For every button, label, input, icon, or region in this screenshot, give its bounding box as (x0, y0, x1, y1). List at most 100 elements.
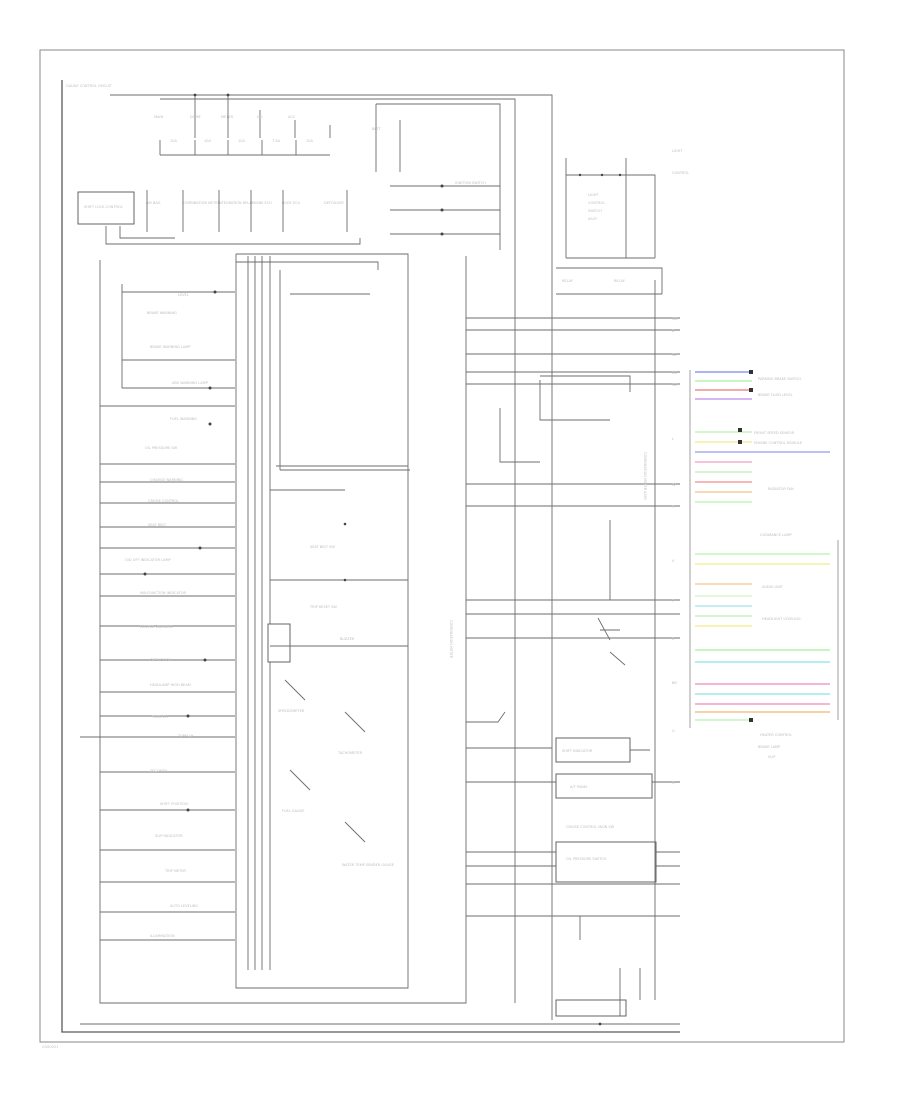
svg-text:V: V (672, 559, 675, 563)
right-terminal-ids: IG1 B SB LG GR L W Y V P R BR G O (672, 317, 678, 785)
svg-text:7.5A: 7.5A (272, 139, 281, 143)
svg-text:SEAT BELT: SEAT BELT (148, 523, 167, 527)
svg-text:LIGHT: LIGHT (588, 193, 599, 197)
svg-text:OPEN DOOR: OPEN DOOR (150, 658, 172, 662)
svg-text:ABS WARNING LAMP: ABS WARNING LAMP (172, 381, 208, 385)
svg-text:PARKING BRAKE SWITCH: PARKING BRAKE SWITCH (758, 377, 801, 381)
svg-text:CRUISE CONTROL MAIN SW: CRUISE CONTROL MAIN SW (566, 825, 615, 829)
svg-text:L: L (672, 437, 674, 441)
svg-text:CLEARANCE LAMP: CLEARANCE LAMP (760, 533, 792, 537)
svg-text:GR: GR (672, 383, 678, 387)
diagram-title: GAUGE CONTROL CIRCUIT (66, 84, 113, 88)
right-harness: PARKING BRAKE SWITCH BRAKE FLUID LEVEL F… (689, 370, 839, 759)
svg-text:BUZZER: BUZZER (340, 637, 355, 641)
svg-text:LIGHT: LIGHT (672, 149, 683, 153)
ground-bus (61, 80, 680, 1033)
svg-text:SHIFT INDICATOR: SHIFT INDICATOR (562, 749, 593, 753)
svg-text:BRAKE WARNING LAMP: BRAKE WARNING LAMP (150, 345, 190, 349)
svg-text:RELAY: RELAY (614, 279, 626, 283)
svg-text:COMBINATION METER: COMBINATION METER (449, 620, 453, 659)
svg-text:W: W (672, 483, 676, 487)
svg-text:SHIFT POSITION: SHIFT POSITION (160, 802, 188, 806)
svg-text:HEADLIGHT LEVELING: HEADLIGHT LEVELING (762, 617, 801, 621)
svg-text:R: R (672, 637, 675, 641)
svg-text:MASTER WARNING: MASTER WARNING (140, 625, 173, 629)
svg-text:AUDIO UNIT: AUDIO UNIT (762, 585, 784, 589)
svg-text:OIL PRESSURE SW: OIL PRESSURE SW (145, 446, 178, 450)
svg-text:METER: METER (221, 115, 234, 119)
svg-text:HEATER CONTROL: HEATER CONTROL (760, 733, 792, 737)
svg-text:DOME: DOME (190, 115, 201, 119)
svg-text:SB: SB (672, 353, 677, 357)
svg-text:LG: LG (672, 371, 677, 375)
svg-text:BRAKE LAMP: BRAKE LAMP (758, 745, 780, 749)
svg-text:Y: Y (672, 505, 675, 509)
svg-text:10A: 10A (204, 139, 211, 143)
svg-text:IGNITION SWITCH: IGNITION SWITCH (455, 181, 486, 185)
light-control-relay: LIGHT CONTROL SWITCH ASSY LIGHT CONTROL … (556, 149, 689, 295)
svg-text:ENGINE CONTROL MODULE: ENGINE CONTROL MODULE (754, 441, 802, 445)
svg-text:O/D OFF INDICATOR LAMP: O/D OFF INDICATOR LAMP (125, 558, 171, 562)
svg-text:BRAKE FLUID LEVEL: BRAKE FLUID LEVEL (758, 393, 793, 397)
header-components: SHIFT LOCK CONTROL AIR BAG COMBINATION M… (77, 190, 361, 245)
svg-text:FUEL WARNING: FUEL WARNING (170, 417, 197, 421)
svg-text:SLIP INDICATOR: SLIP INDICATOR (155, 834, 183, 838)
svg-text:IG1: IG1 (257, 115, 263, 119)
fuse-row: 10A 10A 10A 7.5A 10A (159, 139, 330, 156)
svg-text:FRONT SPEED SENSOR: FRONT SPEED SENSOR (754, 431, 795, 435)
svg-text:AIR BAG: AIR BAG (146, 201, 161, 205)
left-indicators: LEVEL BRAKE WARNING BRAKE WARNING LAMP A… (80, 284, 235, 941)
right-components: SHIFT INDICATOR A/T PANEL CRUISE CONTROL… (466, 280, 680, 1017)
svg-text:10A: 10A (306, 139, 313, 143)
svg-text:TRIP METER: TRIP METER (164, 869, 186, 873)
svg-text:COMBINATION METER: COMBINATION METER (182, 201, 221, 205)
svg-text:BR: BR (672, 681, 677, 685)
svg-text:IG1: IG1 (672, 317, 678, 321)
svg-text:10A: 10A (170, 139, 177, 143)
svg-text:O: O (672, 781, 675, 785)
svg-text:INTEGRATION RELAY: INTEGRATION RELAY (218, 201, 255, 205)
combination-meter-panel (99, 253, 467, 1004)
svg-text:SWITCH: SWITCH (588, 209, 602, 213)
svg-text:TURN LH: TURN LH (177, 734, 194, 738)
svg-text:P: P (672, 599, 674, 603)
svg-text:COMBINATION METER ASSY: COMBINATION METER ASSY (643, 452, 647, 501)
svg-text:A/T PANEL: A/T PANEL (570, 785, 588, 789)
svg-text:BRAKE WARNING: BRAKE WARNING (147, 311, 177, 315)
footer-code: CGS0021 (42, 1045, 58, 1049)
svg-text:WATER TEMP SENDER GAUGE: WATER TEMP SENDER GAUGE (342, 863, 394, 867)
svg-text:G: G (672, 729, 675, 733)
svg-text:DEFOGGER: DEFOGGER (324, 201, 344, 205)
svg-text:CONTROL: CONTROL (672, 171, 689, 175)
svg-text:SPEEDOMETER: SPEEDOMETER (278, 709, 305, 713)
svg-text:SECURITY: SECURITY (150, 769, 168, 773)
svg-text:10A: 10A (238, 139, 245, 143)
diagram-frame (39, 49, 845, 1043)
svg-text:BODY ECU: BODY ECU (282, 201, 301, 205)
svg-text:AUTO LEVELING: AUTO LEVELING (170, 904, 198, 908)
svg-text:SEAT BELT SW: SEAT BELT SW (310, 545, 335, 549)
svg-text:BATT: BATT (372, 127, 382, 131)
svg-text:FUEL GAUGE: FUEL GAUGE (282, 809, 304, 813)
svg-text:LEVEL: LEVEL (178, 293, 189, 297)
svg-text:MAIN: MAIN (154, 115, 163, 119)
svg-text:HEADLAMP HIGH BEAM: HEADLAMP HIGH BEAM (150, 683, 191, 687)
svg-text:CONTROL: CONTROL (588, 201, 605, 205)
svg-text:SHIFT LOCK CONTROL: SHIFT LOCK CONTROL (84, 205, 123, 209)
svg-text:MALFUNCTION INDICATOR: MALFUNCTION INDICATOR (140, 591, 186, 595)
svg-text:TURN RH: TURN RH (151, 715, 168, 719)
svg-text:RADIATOR FAN: RADIATOR FAN (768, 487, 794, 491)
svg-text:CRUISE CONTROL: CRUISE CONTROL (148, 499, 179, 503)
svg-text:OIL PRESSURE SWITCH: OIL PRESSURE SWITCH (566, 857, 606, 861)
svg-text:SLIP: SLIP (768, 755, 775, 759)
svg-text:ILLUMINATION: ILLUMINATION (150, 934, 175, 938)
svg-text:TRIP RESET SW: TRIP RESET SW (309, 605, 337, 609)
svg-text:RELAY: RELAY (562, 279, 574, 283)
svg-text:TACHOMETER: TACHOMETER (337, 751, 363, 755)
svg-text:CHARGE WARNING: CHARGE WARNING (150, 478, 183, 482)
svg-text:ASSY: ASSY (588, 217, 598, 221)
svg-text:ACC: ACC (288, 115, 296, 119)
svg-text:B: B (672, 329, 675, 333)
center-components: SEAT BELT SW TRIP RESET SW BUZZER SPEEDO… (267, 489, 453, 867)
